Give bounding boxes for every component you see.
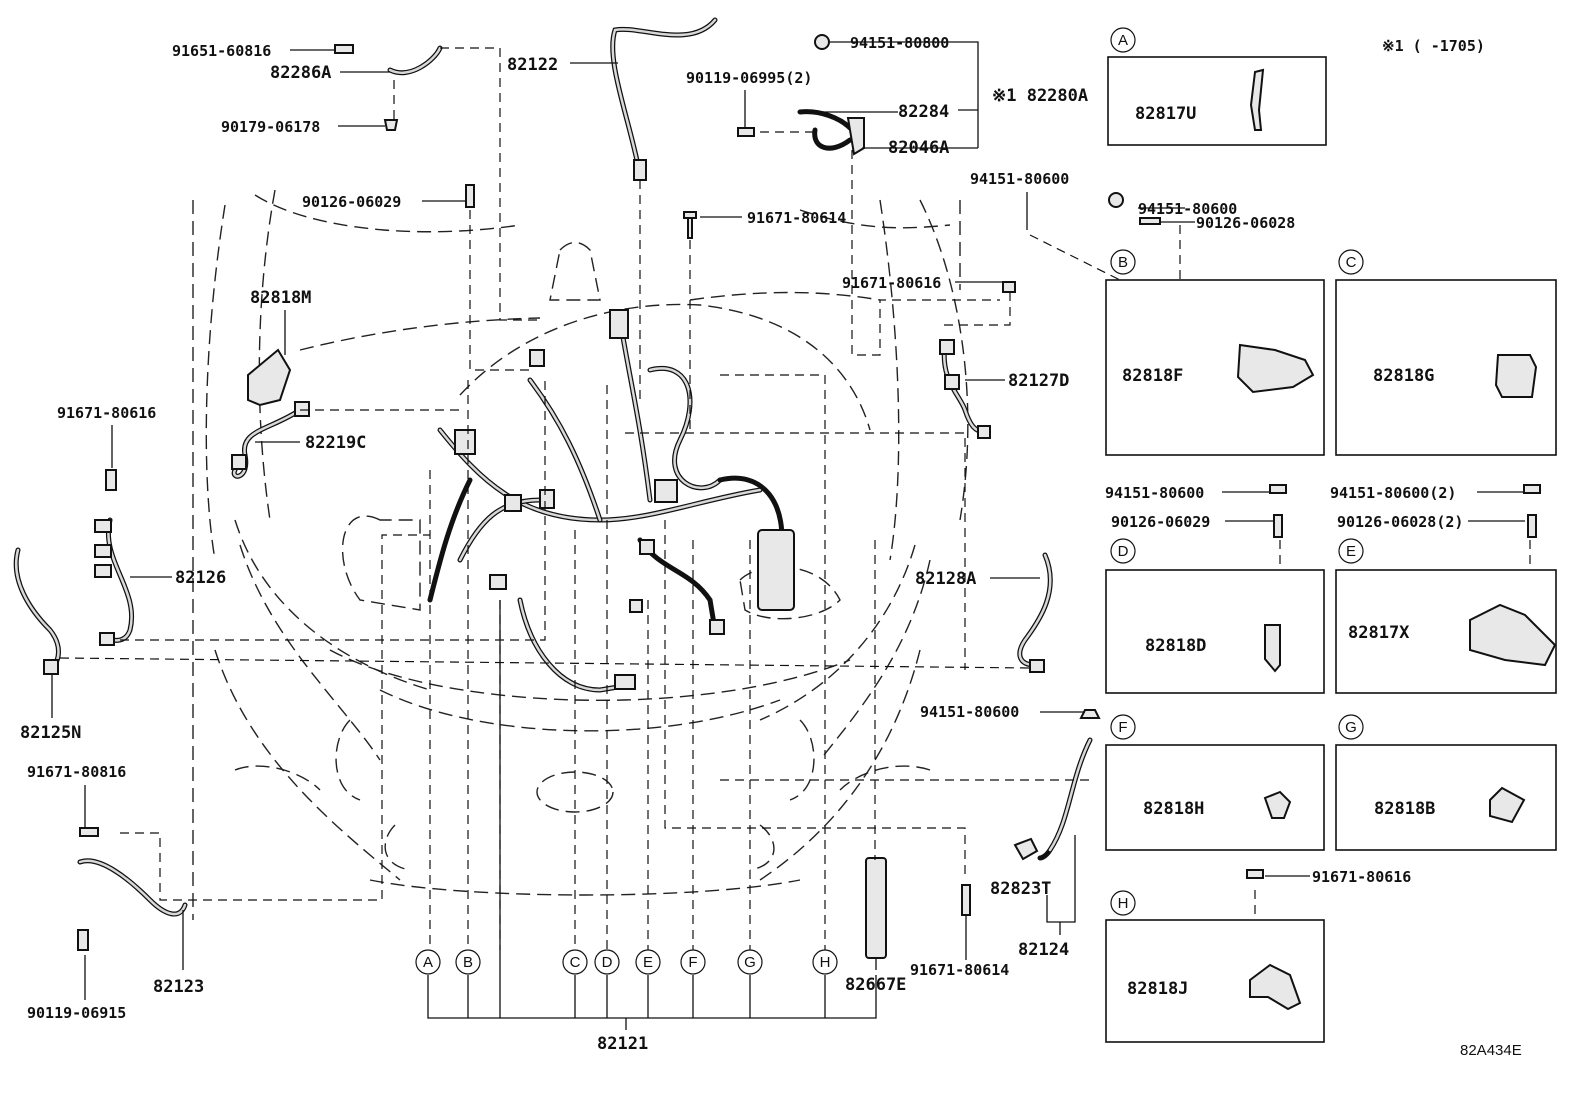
box-letter-D: D: [1118, 543, 1129, 560]
vehicle-outline: [192, 189, 969, 920]
label-82286A: 82286A: [270, 63, 331, 83]
diagram-id: 82A434E: [1460, 1042, 1522, 1059]
part-82667E: [865, 857, 887, 959]
detail-box-D: [1105, 484, 1325, 694]
box-letter-A: A: [1118, 32, 1128, 49]
label-94151-80600-a: 94151-80600: [970, 170, 1069, 188]
label-90126-06029-d: 90126-06029: [1111, 513, 1210, 531]
detail-box-E: [1335, 484, 1557, 694]
callout-A: A: [423, 954, 433, 971]
main-harness-82121: [427, 309, 795, 693]
label-91671-80614-bot: 91671-80614: [910, 961, 1009, 979]
detail-box-A: [1107, 56, 1327, 146]
detail-box-H: [1105, 869, 1325, 1043]
label-82123: 82123: [153, 977, 204, 997]
callout-E: E: [643, 954, 653, 971]
label-94151-80600-f: 94151-80600: [920, 703, 1019, 721]
dashed-leaders: [59, 47, 1531, 970]
part-82126: [94, 469, 135, 646]
label-90126-06028-e: 90126-06028(2): [1337, 513, 1463, 531]
label-91671-80614-top: 91671-80614: [747, 209, 846, 227]
fastener-shapes: [465, 184, 971, 916]
callout-B: B: [463, 954, 473, 971]
label-82125N: 82125N: [20, 723, 81, 743]
box-letter-E: E: [1346, 543, 1356, 560]
part-82124: [1013, 709, 1101, 861]
part-82818M: [247, 348, 292, 407]
label-82280A: ※1 82280A: [992, 86, 1088, 106]
detail-box-F: [1105, 744, 1325, 851]
callout-C: C: [570, 954, 581, 971]
label-82823T: 82823T: [990, 879, 1051, 899]
label-82128A: 82128A: [915, 569, 976, 589]
label-91671-80616-h: 91671-80616: [1312, 868, 1411, 886]
callout-H: H: [820, 954, 831, 971]
box-B-part: 82818F: [1122, 366, 1183, 386]
label-90179-06178: 90179-06178: [221, 118, 320, 136]
box-letter-B: B: [1118, 254, 1128, 271]
label-82127D: 82127D: [1008, 371, 1069, 391]
label-94151-80800: 94151-80800: [850, 34, 949, 52]
label-82667E: 82667E: [845, 975, 906, 995]
label-90119-06915: 90119-06915: [27, 1004, 126, 1022]
part-82286A: [334, 44, 443, 131]
detail-box-G: [1335, 744, 1557, 851]
detail-box-B: [1105, 192, 1325, 456]
callout-circles: [415, 949, 838, 975]
label-94151-80600-b: 94151-80600: [1138, 200, 1237, 218]
label-91671-80816: 91671-80816: [27, 763, 126, 781]
part-82123: [77, 827, 188, 951]
label-82818M: 82818M: [250, 288, 311, 308]
box-letter-C: C: [1346, 254, 1357, 271]
box-A-part: 82817U: [1135, 104, 1196, 124]
box-letter-H: H: [1118, 895, 1129, 912]
box-G-part: 82818B: [1374, 799, 1435, 819]
label-82284: 82284: [898, 102, 949, 122]
part-82280A: [737, 34, 865, 156]
label-82219C: 82219C: [305, 433, 366, 453]
part-82128A: [1017, 552, 1053, 673]
label-82126: 82126: [175, 568, 226, 588]
part-82122: [610, 17, 718, 181]
part-82127D: [939, 281, 1016, 439]
part-82219C: [231, 401, 310, 479]
label-91671-80616-mid: 91671-80616: [842, 274, 941, 292]
label-82121: 82121: [597, 1034, 648, 1054]
label-94151-80600-d: 94151-80600: [1105, 484, 1204, 502]
label-90126-06029-top: 90126-06029: [302, 193, 401, 211]
label-91651-60816: 91651-60816: [172, 42, 271, 60]
footnote-note: ※1 ( -1705): [1382, 37, 1485, 55]
callout-G: G: [744, 954, 756, 971]
box-D-part: 82818D: [1145, 636, 1206, 656]
label-90119-06995: 90119-06995(2): [686, 69, 812, 87]
label-82124: 82124: [1018, 940, 1069, 960]
detail-box-C: [1335, 279, 1557, 456]
callout-D: D: [602, 954, 613, 971]
label-82122: 82122: [507, 55, 558, 75]
box-H-part: 82818J: [1127, 979, 1188, 999]
label-94151-80600-e: 94151-80600(2): [1330, 484, 1456, 502]
box-letter-circles: [1110, 27, 1364, 916]
label-82046A: 82046A: [888, 138, 949, 158]
box-letter-F: F: [1118, 719, 1127, 736]
part-82125N: [13, 547, 61, 675]
box-E-part: 82817X: [1348, 623, 1410, 643]
solid-leaders: [51, 41, 1525, 1030]
box-C-part: 82818G: [1373, 366, 1434, 386]
box-letter-G: G: [1345, 719, 1357, 736]
label-90126-06028-b: 90126-06028: [1196, 214, 1295, 232]
callout-F: F: [688, 954, 697, 971]
label-91671-80616-left: 91671-80616: [57, 404, 156, 422]
box-F-part: 82818H: [1143, 799, 1204, 819]
